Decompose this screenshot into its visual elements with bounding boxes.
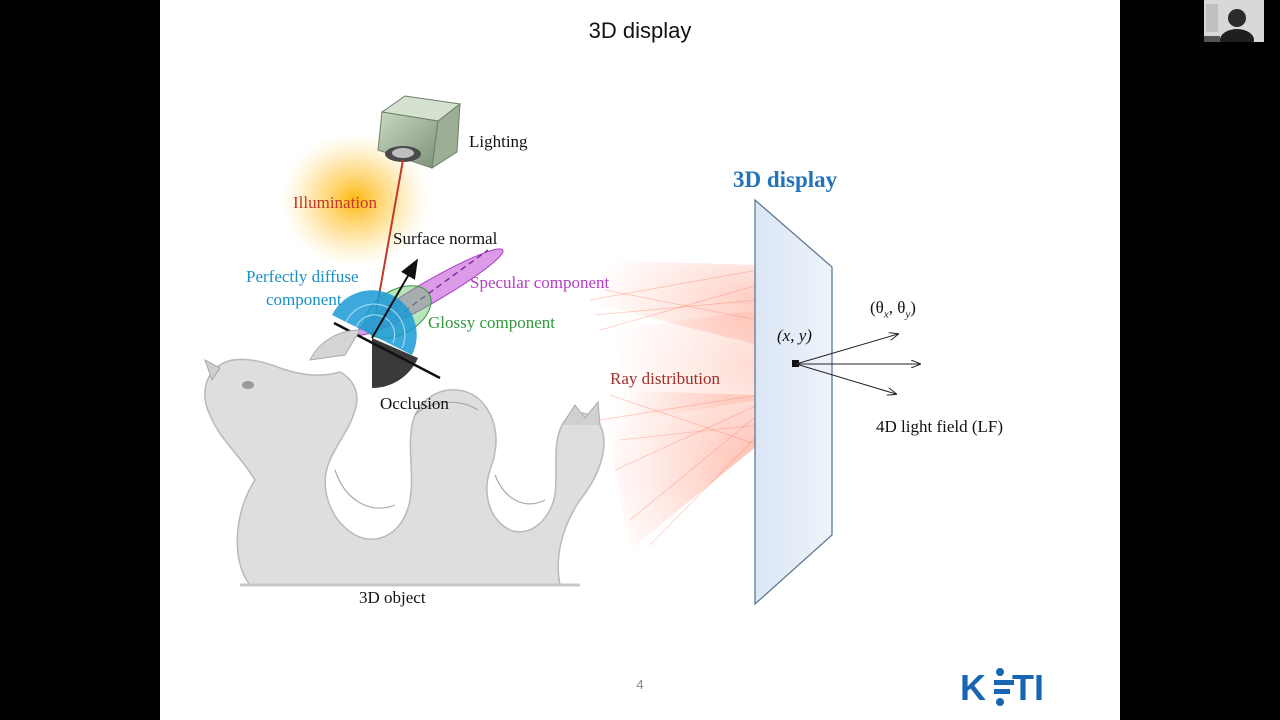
occlusion-wedge xyxy=(372,338,418,389)
diffuse-component-label: component xyxy=(266,290,342,309)
specular-component-label: Specular component xyxy=(470,273,610,292)
ray-distribution xyxy=(589,260,759,550)
display-title: 3D display xyxy=(733,167,838,192)
object-label: 3D object xyxy=(359,588,426,607)
light-field-label: 4D light field (LF) xyxy=(876,417,1004,436)
lighting-label: Lighting xyxy=(469,132,528,151)
ray-distribution-label: Ray distribution xyxy=(610,369,721,388)
surface-normal-arrow xyxy=(371,258,419,339)
keti-logo-mark: K TI xyxy=(960,667,1044,708)
pixel-point xyxy=(792,360,799,367)
keti-logo-k: K xyxy=(960,667,986,708)
dragon-object xyxy=(204,329,605,587)
keti-logo: K TI xyxy=(960,660,1060,715)
lighting-source xyxy=(377,95,462,169)
glossy-component-label: Glossy component xyxy=(428,313,556,332)
position-coordinate-label: (x, y) xyxy=(777,326,812,345)
keti-logo-e xyxy=(994,668,1014,706)
occlusion-label: Occlusion xyxy=(380,394,449,413)
slide: 3D display xyxy=(160,0,1120,720)
page-number: 4 xyxy=(636,677,644,692)
webcam-thumbnail xyxy=(1204,0,1264,42)
angle-coordinate-label: (θx, θy) xyxy=(870,298,916,321)
surface-normal-label: Surface normal xyxy=(393,229,498,248)
illumination-glow xyxy=(280,132,430,268)
light-field-diagram xyxy=(204,95,1120,606)
illumination-label: Illumination xyxy=(293,193,378,212)
keti-logo-ti: TI xyxy=(1012,667,1044,708)
presenter-avatar xyxy=(1204,0,1264,42)
display-panel xyxy=(754,198,833,606)
light-field-arrows xyxy=(795,334,920,394)
perfectly-diffuse-label: Perfectly diffuse xyxy=(246,267,359,286)
slide-title: 3D display xyxy=(588,18,692,43)
diffuse-hemisphere xyxy=(332,290,417,355)
